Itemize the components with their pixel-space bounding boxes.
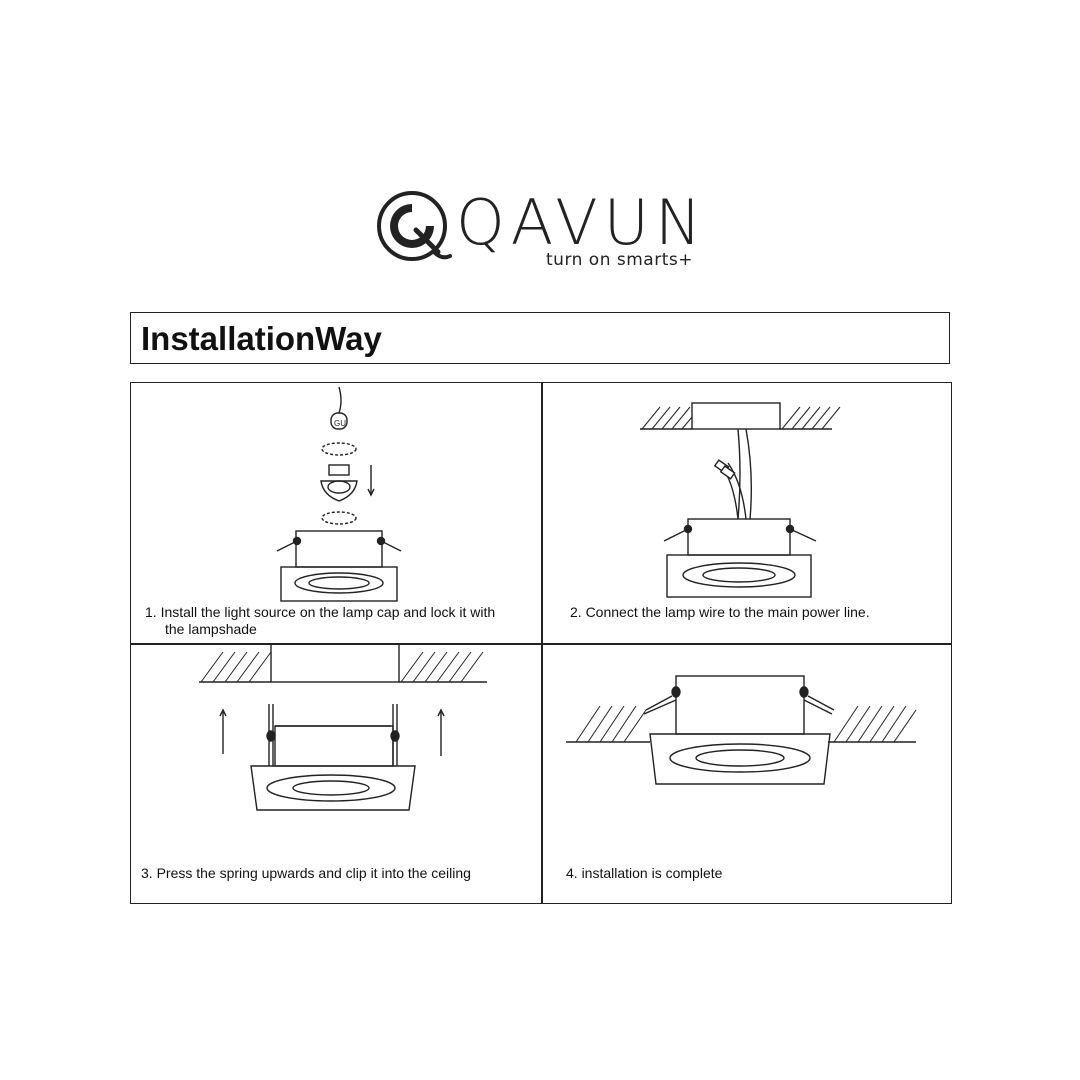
brand-name: QAVUN xyxy=(456,186,708,259)
brand-logo: QAVUN turn on smarts+ xyxy=(376,190,706,280)
grid-divider-horizontal xyxy=(131,643,951,645)
step-3-panel: 3. Press the spring upwards and clip it … xyxy=(131,644,541,904)
brand-tagline: turn on smarts+ xyxy=(546,250,693,270)
page-title: InstallationWay xyxy=(141,320,382,357)
step-1-panel: GU xyxy=(131,383,541,643)
step-1-caption-line2: the lampshade xyxy=(165,621,257,637)
step-1-caption-line1: 1. Install the light source on the lamp … xyxy=(145,604,496,620)
title-box: InstallationWay xyxy=(130,312,950,364)
step-2-illustration xyxy=(640,402,841,598)
step-4-caption-line1: 4. installation is complete xyxy=(566,865,723,881)
step-4-illustration xyxy=(566,675,917,785)
step-3-caption: 3. Press the spring upwards and clip it … xyxy=(141,865,471,882)
step-3-illustration xyxy=(199,644,487,811)
step-2-panel: 2. Connect the lamp wire to the main pow… xyxy=(542,383,952,643)
step-2-caption-line1: 2. Connect the lamp wire to the main pow… xyxy=(570,604,870,620)
step-4-caption: 4. installation is complete xyxy=(566,865,722,882)
steps-grid: GU xyxy=(130,382,952,904)
svg-text:GU: GU xyxy=(334,419,346,428)
step-3-caption-line1: 3. Press the spring upwards and clip it … xyxy=(141,865,471,881)
step-1-illustration: GU xyxy=(276,386,402,602)
step-2-caption: 2. Connect the lamp wire to the main pow… xyxy=(570,604,870,621)
step-1-caption: 1. Install the light source on the lamp … xyxy=(145,604,495,638)
qavun-logo-icon xyxy=(377,191,452,261)
step-4-panel: 4. installation is complete xyxy=(542,644,952,904)
